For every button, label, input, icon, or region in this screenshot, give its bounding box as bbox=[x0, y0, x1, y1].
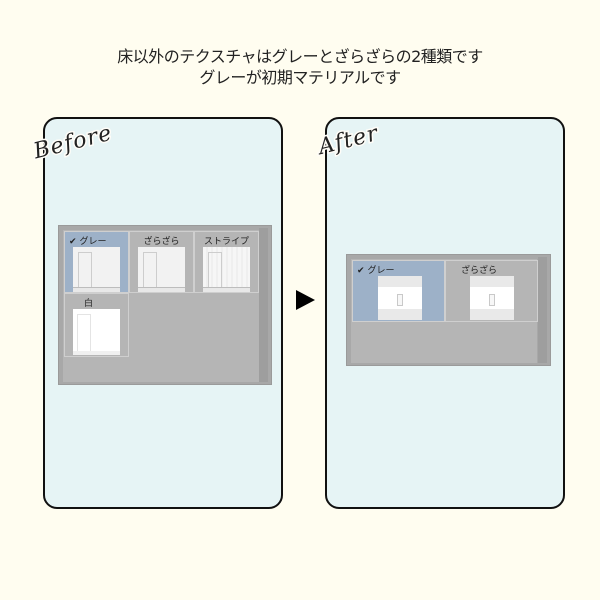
caption-line-2: グレーが初期マテリアルです bbox=[199, 68, 401, 87]
before-panel: ✔グレー ざらざら ストライプ bbox=[43, 117, 283, 509]
tile-label: 白 bbox=[84, 299, 94, 309]
right-triangle-arrow-icon bbox=[296, 290, 315, 310]
texture-thumbnail bbox=[203, 247, 250, 292]
texture-tile-white[interactable]: 白 bbox=[64, 293, 129, 357]
tile-label: ストライプ bbox=[203, 237, 249, 247]
texture-window-after: ✔グレー ざらざら bbox=[346, 254, 551, 366]
texture-thumbnail bbox=[378, 276, 422, 320]
texture-tile-gray[interactable]: ✔グレー bbox=[64, 231, 129, 293]
texture-list-after: ✔グレー ざらざら bbox=[351, 259, 538, 363]
after-panel: ✔グレー ざらざら bbox=[325, 117, 565, 509]
tile-label: グレー bbox=[367, 266, 395, 276]
check-icon: ✔ bbox=[69, 237, 77, 247]
tile-label: ざらざら bbox=[461, 266, 498, 276]
scrollbar[interactable] bbox=[538, 257, 547, 363]
texture-tile-stripe[interactable]: ストライプ bbox=[194, 231, 259, 293]
texture-tile-rough[interactable]: ざらざら bbox=[129, 231, 194, 293]
caption-line-1: 床以外のテクスチャはグレーとざらざらの2種類です bbox=[117, 47, 483, 66]
scrollbar[interactable] bbox=[259, 228, 268, 382]
tile-label: ざらざら bbox=[143, 237, 180, 247]
texture-tile-rough[interactable]: ざらざら bbox=[445, 260, 538, 322]
texture-thumbnail bbox=[73, 247, 120, 292]
texture-thumbnail bbox=[138, 247, 185, 292]
texture-list-before: ✔グレー ざらざら ストライプ bbox=[63, 230, 259, 382]
tile-label: グレー bbox=[79, 237, 107, 247]
texture-tile-gray[interactable]: ✔グレー bbox=[352, 260, 445, 322]
texture-thumbnail bbox=[73, 309, 120, 355]
texture-thumbnail bbox=[470, 276, 514, 320]
texture-window-before: ✔グレー ざらざら ストライプ bbox=[58, 225, 272, 385]
check-icon: ✔ bbox=[357, 266, 365, 276]
caption: 床以外のテクスチャはグレーとざらざらの2種類です グレーが初期マテリアルです bbox=[0, 46, 600, 88]
